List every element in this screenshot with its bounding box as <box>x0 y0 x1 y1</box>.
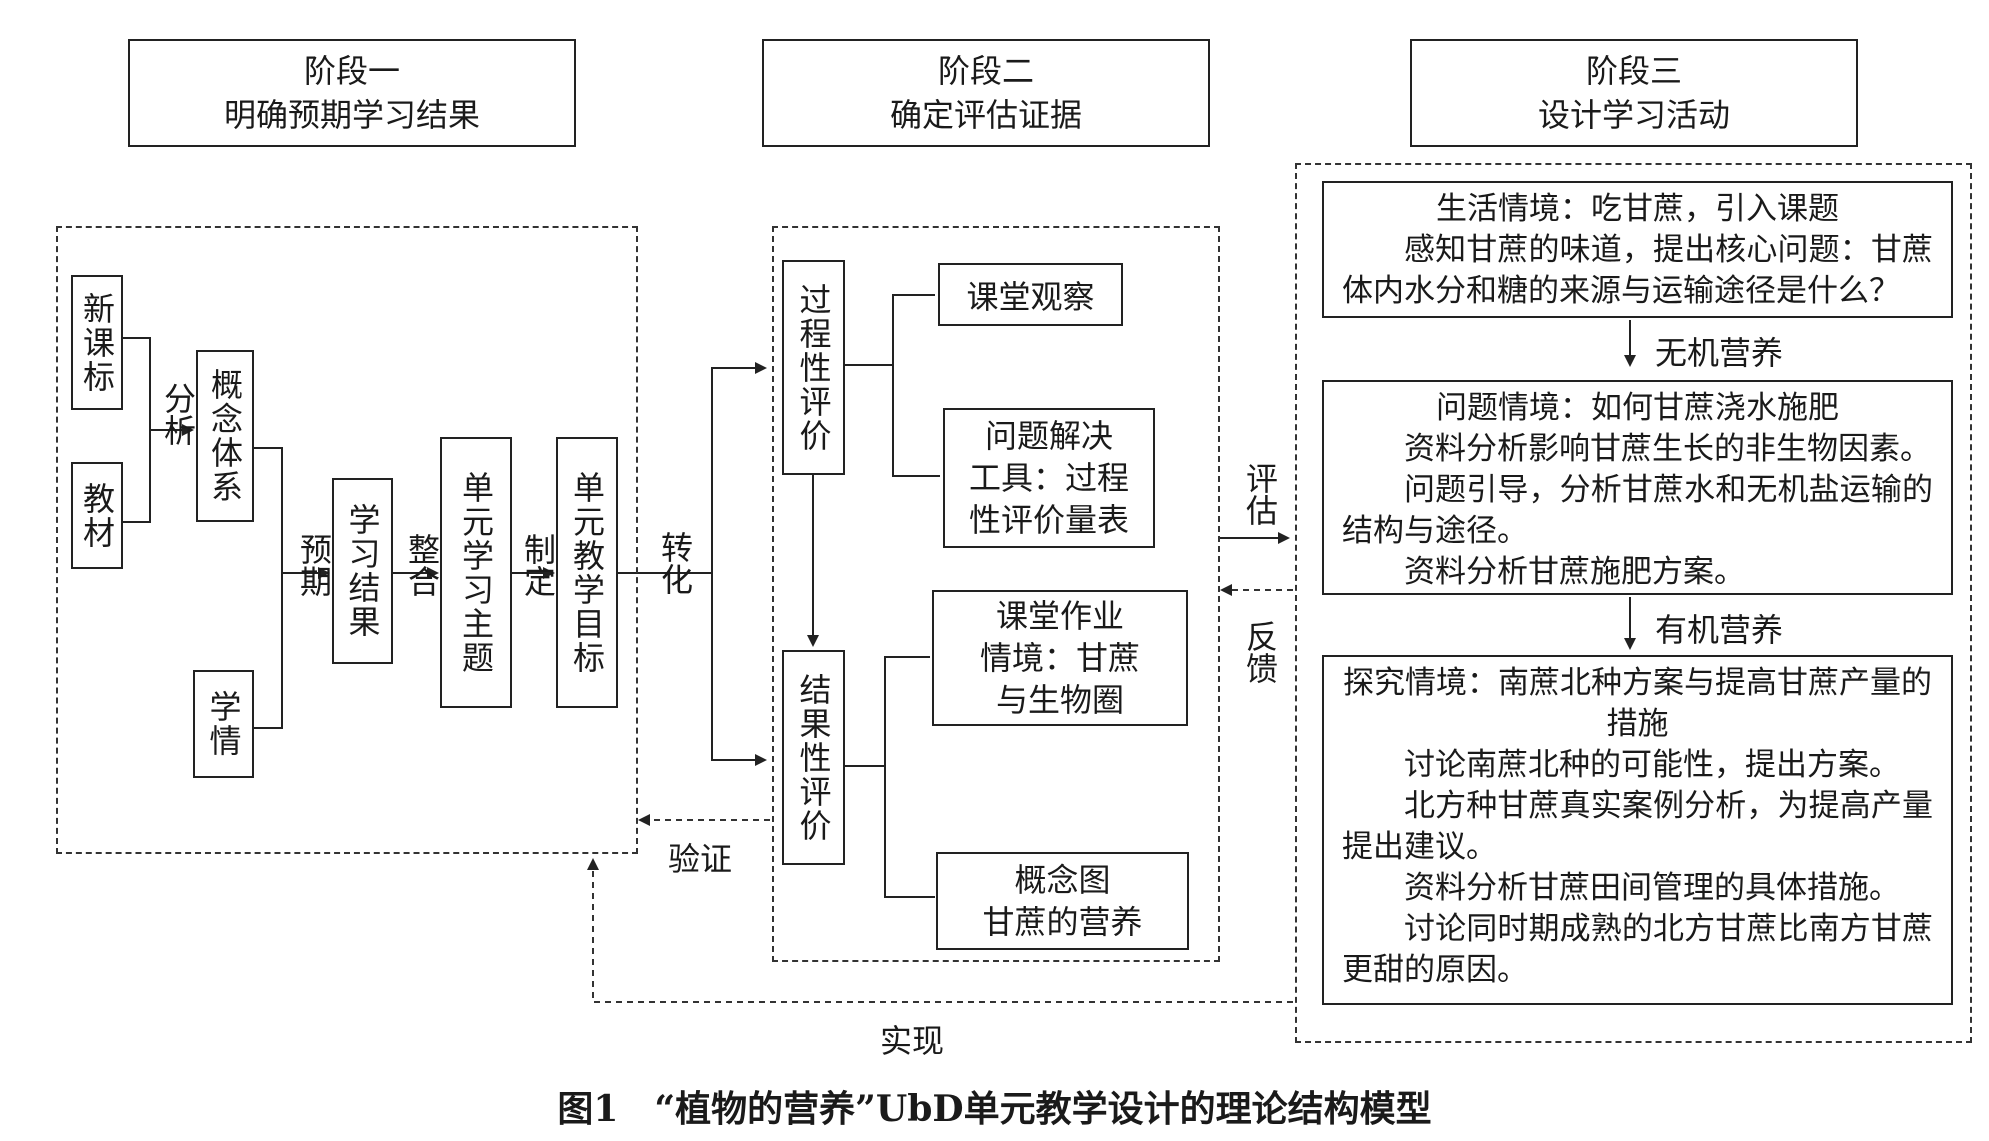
inquiry-situation-line-2: 北方种甘蔗真实案例分析，为提高产量提出建议。 <box>1342 788 1933 865</box>
stage-1-region <box>56 226 638 854</box>
formulate-label: 制定 <box>519 533 557 597</box>
problem-tool-line-2: 工具：过程 <box>968 459 1129 497</box>
problem-situation-line-3: 资料分析甘蔗施肥方案。 <box>1404 554 1745 590</box>
problem-solving-tool-box: 问题解决 工具：过程 性评价量表 <box>943 408 1155 548</box>
student-situation-box: 学情 <box>193 670 254 778</box>
stage-1-number: 阶段一 <box>303 52 400 90</box>
curriculum-standard-label: 新课标 <box>78 291 116 394</box>
figure-caption: 图1 “植物的营养”UbD单元教学设计的理论结构模型 <box>557 1088 1432 1130</box>
student-situation-label: 学情 <box>204 690 243 758</box>
inquiry-situation-title: 探究情境：南蔗北种方案与提高甘蔗产量的措施 <box>1343 665 1932 742</box>
unit-theme-label: 单元学习主题 <box>457 470 495 675</box>
textbook-label: 教材 <box>78 481 116 550</box>
classroom-observation-box: 课堂观察 <box>938 263 1123 326</box>
problem-situation-box: 问题情境：如何甘蔗浇水施肥 资料分析影响甘蔗生长的非生物因素。 问题引导，分析甘… <box>1322 380 1953 595</box>
unit-goal-label: 单元教学目标 <box>568 470 606 675</box>
organic-nutrition-label: 有机营养 <box>1655 611 1784 649</box>
stage-2-title: 确定评估证据 <box>889 96 1082 134</box>
homework-box: 课堂作业 情境：甘蔗 与生物圈 <box>932 590 1188 726</box>
concept-system-label: 概念体系 <box>206 368 244 504</box>
stage-1-header: 阶段一 明确预期学习结果 <box>128 39 576 147</box>
inquiry-situation-line-4: 讨论同时期成熟的北方甘蔗比南方甘蔗更甜的原因。 <box>1342 911 1933 988</box>
life-situation-line-1: 感知甘蔗的味道，提出核心问题：甘蔗体内水分和糖的来源与运输途径是什么？ <box>1342 232 1933 309</box>
problem-situation-line-2: 问题引导，分析甘蔗水和无机盐运输的结构与途径。 <box>1342 472 1933 549</box>
classroom-observation-label: 课堂观察 <box>966 277 1095 316</box>
stage-2-number: 阶段二 <box>937 52 1034 90</box>
life-situation-title: 生活情境：吃甘蔗，引入课题 <box>1436 191 1839 227</box>
stage-3-title: 设计学习活动 <box>1537 96 1730 134</box>
homework-line-3: 与生物圈 <box>995 681 1124 719</box>
unit-goal-box: 单元教学目标 <box>556 437 618 708</box>
stage-2-region <box>772 226 1220 962</box>
stage-3-number: 阶段三 <box>1585 52 1682 90</box>
life-situation-box: 生活情境：吃甘蔗，引入课题 感知甘蔗的味道，提出核心问题：甘蔗体内水分和糖的来源… <box>1322 181 1953 318</box>
stage-3-region <box>1295 163 1972 1043</box>
learning-outcome-label: 学习结果 <box>343 503 382 639</box>
unit-theme-box: 单元学习主题 <box>440 437 512 708</box>
stage-2-header: 阶段二 确定评估证据 <box>762 39 1210 147</box>
inquiry-situation-box: 探究情境：南蔗北种方案与提高甘蔗产量的措施 讨论南蔗北种的可能性，提出方案。 北… <box>1322 655 1953 1005</box>
stage-1-title: 明确预期学习结果 <box>223 96 480 134</box>
transform-label: 转化 <box>656 531 694 595</box>
stage-3-header: 阶段三 设计学习活动 <box>1410 39 1858 147</box>
process-evaluation-box: 过程性评价 <box>782 260 845 475</box>
inorganic-nutrition-label: 无机营养 <box>1655 334 1784 372</box>
inquiry-situation-line-3: 资料分析甘蔗田间管理的具体措施。 <box>1404 870 1900 906</box>
evaluate-label: 评估 <box>1241 462 1279 526</box>
problem-tool-line-1: 问题解决 <box>984 417 1113 455</box>
inquiry-situation-line-1: 讨论南蔗北种的可能性，提出方案。 <box>1404 747 1900 783</box>
problem-situation-line-1: 资料分析影响甘蔗生长的非生物因素。 <box>1404 431 1931 467</box>
learning-outcome-box: 学习结果 <box>332 478 393 664</box>
feedback-label: 反馈 <box>1241 620 1279 684</box>
problem-tool-line-3: 性评价量表 <box>968 501 1129 539</box>
verify-label: 验证 <box>668 840 733 878</box>
homework-line-2: 情境：甘蔗 <box>979 639 1140 677</box>
textbook-box: 教材 <box>71 462 123 569</box>
concept-map-line-1: 概念图 <box>1014 861 1111 899</box>
concept-map-box: 概念图 甘蔗的营养 <box>936 852 1189 950</box>
realize-label: 实现 <box>880 1022 945 1060</box>
concept-map-line-2: 甘蔗的营养 <box>982 903 1143 941</box>
concept-system-box: 概念体系 <box>196 350 254 522</box>
expect-label: 预期 <box>295 533 333 597</box>
homework-line-1: 课堂作业 <box>995 597 1124 635</box>
result-evaluation-box: 结果性评价 <box>782 650 845 865</box>
process-evaluation-label: 过程性评价 <box>794 282 833 453</box>
result-evaluation-label: 结果性评价 <box>794 672 833 843</box>
integrate-label: 整合 <box>403 533 441 597</box>
curriculum-standard-box: 新课标 <box>71 275 123 410</box>
problem-situation-title: 问题情境：如何甘蔗浇水施肥 <box>1436 390 1839 426</box>
analyze-label: 分析 <box>159 382 197 446</box>
